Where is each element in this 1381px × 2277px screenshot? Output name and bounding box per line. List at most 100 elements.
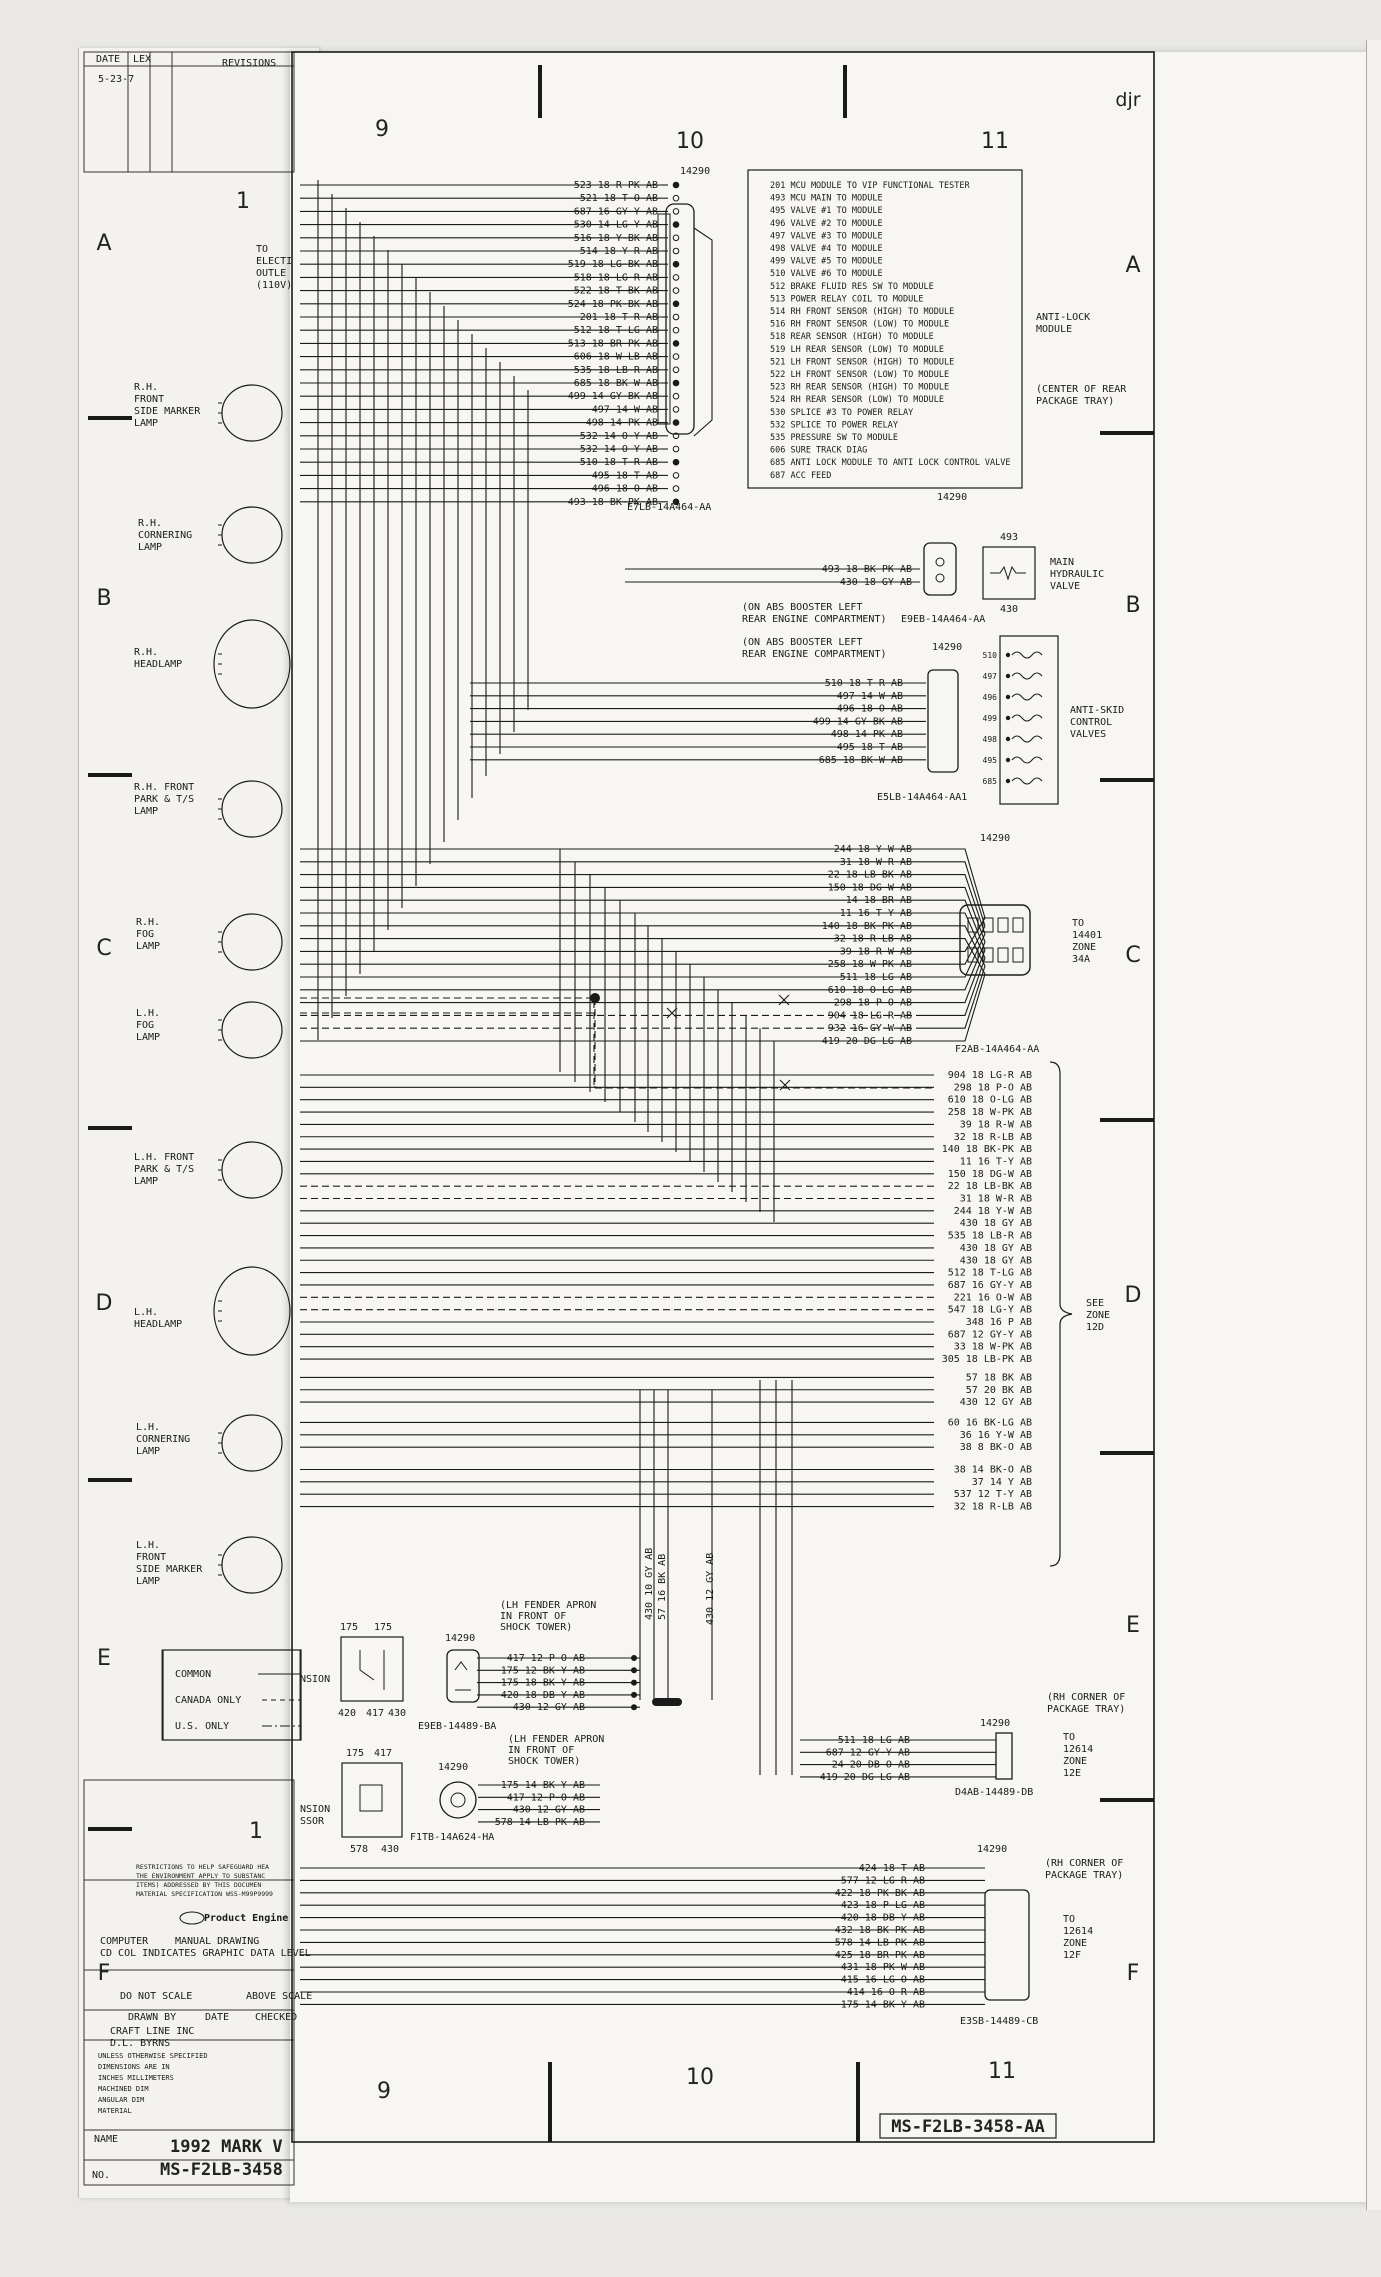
lamp-label: CORNERING [138, 530, 192, 541]
module-wire-label: 524 18 PK-BK AB [568, 299, 658, 310]
lamp-label: SIDE MARKER [134, 406, 201, 417]
fender-connector-name: E9EB-14489-BA [418, 1721, 496, 1732]
drawing-number-box [879, 2113, 1057, 2139]
column-label-10: 10 [686, 2065, 714, 2090]
module-pin [672, 287, 680, 294]
drawing-border [291, 51, 1155, 2143]
lamp-bulb [221, 506, 283, 564]
zone12e-connector-name: D4AB-14489-DB [955, 1787, 1033, 1798]
zone12f-wire-label: 577 12 LG-R AB [841, 1875, 925, 1886]
relay-pin-label: 420 [338, 1708, 356, 1719]
tolerance-note: ANGULAR DIM [98, 2096, 144, 2104]
rev-header: DATE [96, 54, 120, 65]
skid-node [1005, 673, 1011, 679]
module-wire-label: 499 14 GY-BK AB [568, 391, 658, 402]
skid-coil-icon [1011, 714, 1043, 722]
row-label-left: B [96, 586, 111, 611]
anti-lock-label: MODULE [1036, 324, 1072, 335]
compressor-relay-box [341, 1762, 403, 1838]
lamp-label: PARK & T/S [134, 794, 194, 805]
c-label: ZONE [1072, 942, 1096, 953]
circuit-table-row: 498 VALVE #4 TO MODULE [770, 244, 883, 254]
c-wire-fan [918, 973, 986, 1042]
circuit-table-row: 687 ACC FEED [770, 471, 831, 481]
next-sheet-edge [1366, 40, 1381, 2210]
zone12d-wire-label: 22 18 LB-BK AB [948, 1181, 1032, 1192]
name-label: NAME [94, 2134, 118, 2145]
zone12e-wire-label: 419 20 DG-LG AB [820, 1772, 910, 1783]
relay-pin-label: 175 [374, 1622, 392, 1633]
module-connector-name: E7LB-14A464-AA [627, 502, 711, 513]
lamp-bulb [221, 384, 283, 442]
zone12d-wire-label: 38 8 BK-O AB [960, 1442, 1032, 1453]
hydraulic-connector-name: E9EB-14A464-AA [901, 614, 985, 625]
skid-connector-name: E5LB-14A464-AA1 [877, 792, 967, 803]
legend-box [162, 1649, 302, 1741]
skid-wire-label: 499 14 GY-BK AB [813, 716, 903, 727]
module-pin [672, 221, 680, 228]
circuit-table-row: 510 VALVE #6 TO MODULE [770, 269, 883, 279]
lamp-label: R.H. [136, 917, 160, 928]
zone12f-connector-name: E3SB-14489-CB [960, 2016, 1038, 2027]
lamp-label: PARK & T/S [134, 1164, 194, 1175]
zone12e-label: ZONE [1063, 1756, 1087, 1767]
relay-pin-label: 578 [350, 1844, 368, 1855]
c-wire-label: 39 18 R-W AB [840, 946, 912, 957]
c-connector-body [959, 904, 1031, 976]
zone12d-wire-label: 244 18 Y-W AB [954, 1206, 1032, 1217]
drafter-initials: D.L. BYRNS [110, 2038, 170, 2049]
lamp-label: L.H. FRONT [134, 1152, 194, 1163]
module-wire-label: 519 18 LG-BK AB [568, 259, 658, 270]
module-pin [672, 366, 680, 374]
tolerance-note: DIMENSIONS ARE IN [98, 2063, 170, 2071]
fender-wire-label: 430 12 GY AB [513, 1702, 585, 1713]
module-wire-label: 532 14 O-Y AB [580, 444, 658, 455]
wiring-static [88, 51, 1155, 2143]
c-wire-fan [918, 886, 986, 943]
tolerance-note: MATERIAL [98, 2107, 132, 2115]
c-wire-fan [918, 912, 986, 959]
skid-node [1005, 694, 1011, 700]
c-wire-fan [918, 925, 986, 967]
module-pin [672, 445, 680, 453]
circuit-table-row: 493 MCU MAIN TO MODULE [770, 194, 883, 204]
zone12d-label: SEE [1086, 1298, 1104, 1309]
tolerance-note: UNLESS OTHERWISE SPECIFIED [98, 2052, 208, 2060]
compressor-connector [439, 1781, 477, 1819]
fender-note: (LH FENDER APRON [508, 1734, 604, 1745]
company-name: Product Engine [204, 1912, 288, 1924]
number-label: NO. [92, 2170, 110, 2181]
skid-coil-icon [1011, 672, 1043, 680]
relay-pin-label: 430 [381, 1844, 399, 1855]
zone12d-wire-label: 60 16 BK-LG AB [948, 1417, 1032, 1428]
c-wire-label: 22 18 LB-BK AB [828, 870, 912, 881]
lamp-label: FRONT [134, 394, 164, 405]
relay-pin-label: 175 [340, 1622, 358, 1633]
circuit-table-row: 201 MCU MODULE TO VIP FUNCTIONAL TESTER [770, 181, 970, 191]
restrictions-note: MATERIAL SPECIFICATION WSS-M99P9999 [136, 1890, 273, 1898]
row-label-left: F [98, 1961, 111, 1986]
c-connector-name: F2AB-14A464-AA [955, 1044, 1039, 1055]
hydraulic-wire-label: 430 18 GY AB [840, 577, 912, 588]
module-wire-label: 687 16 GY-Y AB [574, 206, 658, 217]
column-label-10: 10 [676, 129, 704, 154]
hydraulic-pin [935, 573, 945, 583]
fender-wire-label: 417 12 P-O AB [507, 1792, 585, 1803]
module-connector-latch [657, 213, 671, 425]
fender-note: IN FRONT OF [500, 1611, 566, 1622]
zone12e-note: PACKAGE TRAY) [1047, 1704, 1125, 1715]
zone12d-wire-label: 36 16 Y-W AB [960, 1430, 1032, 1441]
circuit-table-row: 499 VALVE #5 TO MODULE [770, 257, 883, 267]
legend-common: COMMON [175, 1669, 211, 1680]
circuit-table-row: 606 SURE TRACK DIAG [770, 446, 867, 456]
c-wire-fan [918, 965, 986, 1029]
under-column-label: 1 [236, 189, 250, 214]
module-pin [672, 181, 680, 189]
rev-header: LEX [133, 54, 151, 65]
c-label: TO [1072, 918, 1084, 929]
c-wire-label: 904 18 LG-R AB [828, 1010, 912, 1021]
lamp-bulb [221, 1141, 283, 1199]
underlying-sheet [78, 48, 319, 2198]
c-wire-label: 140 18 BK-PK AB [822, 921, 912, 932]
